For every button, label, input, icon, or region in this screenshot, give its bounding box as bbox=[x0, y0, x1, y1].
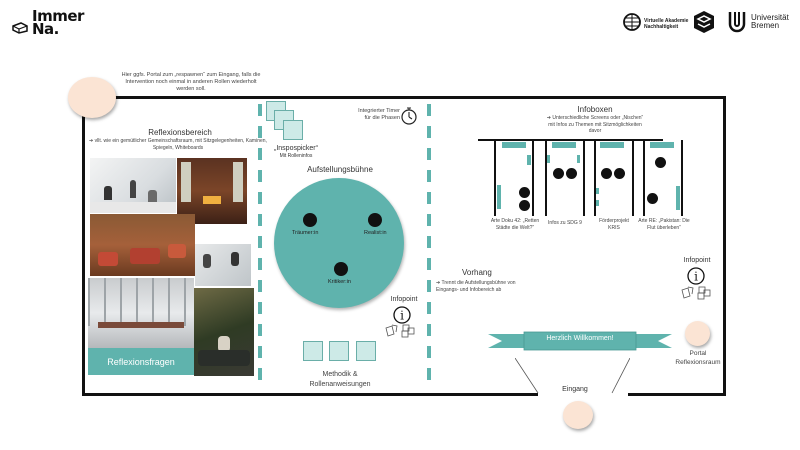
logo-text-line2: Na. bbox=[32, 20, 59, 38]
aufstellungsbuehne-circle[interactable] bbox=[274, 178, 404, 308]
respawn-portal[interactable] bbox=[68, 77, 116, 118]
photo-plants-sofa bbox=[194, 288, 254, 376]
inspo-subtitle: Mit Rolleninfos bbox=[279, 153, 313, 159]
methodik-label-line2: Rollenanweisungen bbox=[309, 381, 371, 388]
role-traeumer-label: Träumer:in bbox=[292, 230, 319, 236]
reflexion-description: ➔ vllt. wie ein gemütlicher Gemeinschaft… bbox=[89, 138, 267, 151]
entrance-infopoint-label: Infopoint bbox=[683, 257, 711, 264]
infoboxes-description: ➔ Unterschiedliche Screens oder „Nischen… bbox=[546, 115, 644, 134]
welcome-banner-ribbon bbox=[488, 331, 672, 351]
infobox-1-label: Arte Doku 42: „Retten Städte die Welt?“ bbox=[490, 218, 540, 231]
curtain-description: ➔ Trennt die Aufstellungsbühne von Einga… bbox=[436, 280, 516, 293]
role-realist-marker[interactable] bbox=[368, 213, 382, 227]
divider-left bbox=[258, 104, 262, 380]
infobox-1-person bbox=[519, 187, 530, 198]
infobox-3-label: Förderprojekt KRIS bbox=[599, 218, 629, 231]
entrance-gap bbox=[538, 390, 628, 400]
timer-label-line1: Integrierter Timer bbox=[358, 108, 400, 114]
va-text-line1: Virtuelle Akademie bbox=[644, 18, 689, 24]
infobox-2[interactable] bbox=[545, 140, 585, 216]
photo-fireplace-hall bbox=[177, 158, 247, 224]
logo-text-line1: Immer bbox=[32, 7, 84, 25]
photo-lounge bbox=[90, 214, 195, 276]
infobox-1-bench bbox=[497, 185, 501, 209]
uni-bremen-logo: Universität Bremen bbox=[727, 10, 789, 38]
infobox-1-person bbox=[519, 200, 530, 211]
role-realist-label: Realist:in bbox=[364, 230, 387, 236]
inspo-card-3[interactable] bbox=[283, 120, 303, 140]
infobox-2-seat bbox=[577, 155, 580, 163]
infobox-2-person bbox=[566, 168, 577, 179]
infobox-2-screen bbox=[552, 142, 576, 148]
welcome-banner-text: Herzlich Willkommen! bbox=[546, 335, 614, 342]
globe-icon bbox=[623, 13, 641, 31]
va-text-line2: Nachhaltigkeit bbox=[644, 24, 679, 30]
infobox-1[interactable] bbox=[494, 140, 534, 216]
role-kritiker-marker[interactable] bbox=[334, 262, 348, 276]
svg-text:i: i bbox=[400, 309, 404, 323]
role-kritiker-label: Kritiker:in bbox=[328, 279, 351, 285]
curtain-title: Vorhang bbox=[462, 268, 492, 277]
infobox-3-person bbox=[601, 168, 612, 179]
ub-text-line1: Universität bbox=[751, 13, 789, 22]
inspo-title: „Inspospicker“ bbox=[274, 145, 318, 152]
photo-atrium bbox=[88, 278, 194, 348]
infobox-3-screen bbox=[600, 142, 624, 148]
infobox-top-wall bbox=[478, 139, 663, 141]
infobox-2-label: Infos zu SDG 9 bbox=[548, 220, 582, 226]
methodik-card-1[interactable] bbox=[303, 341, 323, 361]
timer-label-line2: für die Phasen bbox=[364, 115, 400, 121]
hexagon-logo bbox=[693, 10, 715, 38]
photo-workspace bbox=[195, 244, 251, 286]
notes-icon bbox=[385, 324, 415, 338]
infobox-4-bench bbox=[676, 186, 680, 210]
stopwatch-icon[interactable] bbox=[400, 106, 418, 126]
infobox-1-screen bbox=[502, 142, 526, 148]
svg-text:i: i bbox=[694, 270, 698, 284]
infobox-3-seat bbox=[596, 200, 599, 206]
box-logo-icon bbox=[12, 22, 28, 34]
infobox-2-seat bbox=[547, 155, 550, 163]
room-outline bbox=[82, 96, 726, 396]
role-traeumer-marker[interactable] bbox=[303, 213, 317, 227]
infobox-2-person bbox=[553, 168, 564, 179]
infobox-3-person bbox=[614, 168, 625, 179]
methodik-card-2[interactable] bbox=[329, 341, 349, 361]
infobox-1-seat bbox=[527, 155, 531, 165]
portal-label-line1: Portal bbox=[689, 350, 707, 357]
entrance-label: Eingang bbox=[562, 386, 588, 393]
infobox-4-screen bbox=[650, 142, 674, 148]
reflexionsfragen-button[interactable]: Reflexionsfragen bbox=[88, 348, 194, 375]
stage-title: Aufstellungsbühne bbox=[307, 165, 373, 174]
infobox-4[interactable] bbox=[643, 140, 683, 216]
methodik-label-line1: Methodik & bbox=[322, 371, 358, 378]
infobox-4-person bbox=[655, 157, 666, 168]
infobox-3-seat bbox=[596, 188, 599, 194]
methodik-card-3[interactable] bbox=[356, 341, 376, 361]
infobox-4-label: Arte RE: „Pakistan: Die Flut überleben“ bbox=[638, 218, 690, 231]
infobox-4-person bbox=[647, 193, 658, 204]
respawn-note: Hier ggfs. Portal zum „respawnen“ zum Ei… bbox=[121, 72, 261, 92]
hexagon-icon bbox=[694, 11, 714, 33]
notes-icon bbox=[681, 286, 711, 300]
infobox-3[interactable] bbox=[594, 140, 634, 216]
portal-label-line2: Reflexionsraum bbox=[675, 358, 721, 366]
ub-text-line2: Bremen bbox=[751, 21, 780, 30]
curtain-divider bbox=[427, 104, 431, 380]
photo-meeting-room bbox=[90, 158, 176, 213]
reflexion-title: Reflexionsbereich bbox=[148, 128, 212, 137]
info-icon[interactable]: i bbox=[686, 266, 706, 286]
entrance-doors bbox=[515, 358, 630, 394]
stage-infopoint-label: Infopoint bbox=[390, 296, 418, 303]
entrance-portal[interactable] bbox=[563, 401, 593, 429]
infoboxes-title: Infoboxen bbox=[577, 105, 613, 114]
info-icon[interactable]: i bbox=[392, 305, 412, 325]
u-icon bbox=[728, 12, 746, 33]
portal-reflexionsraum[interactable] bbox=[685, 321, 710, 346]
